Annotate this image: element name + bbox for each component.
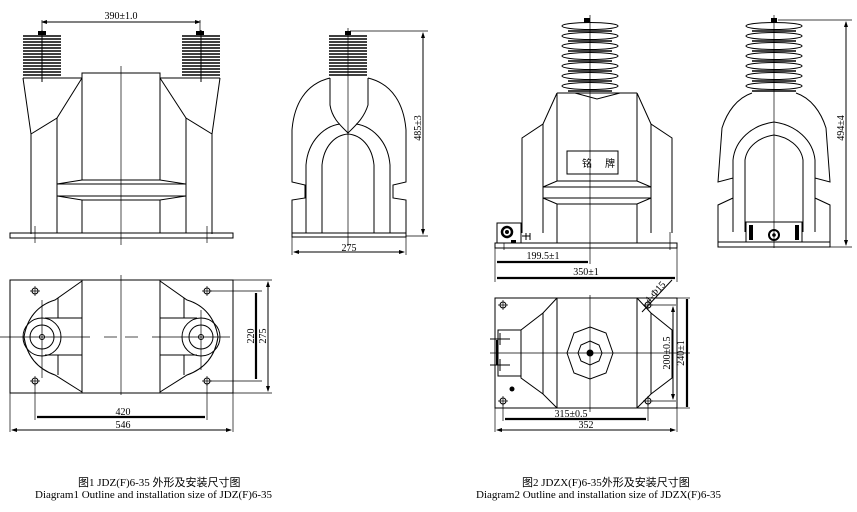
d1-dim-height: 485±3 — [413, 115, 424, 141]
d2-nameplate-char-1: 铭 — [582, 157, 592, 170]
d1-caption-en: Diagram1 Outline and installation size o… — [35, 489, 273, 501]
d2-dim-base-width: 240±1 — [676, 340, 687, 366]
d1-side-view: 485±3 275 — [291, 28, 428, 255]
d2-ground-terminal — [496, 222, 531, 244]
d2-caption-en: Diagram2 Outline and installation size o… — [476, 489, 722, 501]
d1-dim-side-width: 275 — [342, 243, 357, 254]
d1-dim-terminal-spacing: 390±1.0 — [105, 11, 138, 22]
d1-base-plate — [9, 232, 234, 239]
d2-nameplate-char-2: 牌 — [605, 157, 615, 170]
d2-nameplate — [566, 150, 619, 175]
d2-caption-cn: 图2 JDZX(F)6-35外形及安装尺寸图 — [522, 477, 690, 489]
d1-front-view: 390±1.0 — [9, 11, 234, 245]
d1-dim-hole-spacing-x: 420 — [116, 407, 131, 418]
d2-base-plate — [494, 242, 678, 249]
d2-dim-holes: 4-Φ15 — [643, 280, 668, 306]
d1-dim-hole-spacing-y: 220 — [246, 329, 257, 344]
d2-dim-height: 494±4 — [836, 115, 847, 141]
d2-dim-base-length-front: 350±1 — [573, 267, 599, 278]
d2-dim-hole-spacing-x: 315±0.5 — [555, 409, 588, 420]
d1-plan-view: 220 275 420 546 — [0, 275, 272, 432]
d2-dim-center-offset: 199.5±1 — [527, 251, 560, 262]
d1-dim-base-length: 546 — [116, 420, 131, 431]
d1-caption-cn: 图1 JDZ(F)6-35 外形及安装尺寸图 — [78, 477, 241, 489]
d2-side-view: 494±4 — [717, 15, 852, 248]
d2-dim-hole-spacing-y: 200±0.5 — [662, 337, 673, 370]
d2-side-terminals — [490, 329, 522, 392]
d1-dim-base-width: 275 — [258, 329, 269, 344]
d2-front-view: 铭 牌 199.5±1 350±1 — [494, 15, 678, 282]
d1-right-insulator — [182, 30, 220, 82]
d2-plan-view: 4-Φ15 200±0.5 240±1 315±0.5 352 — [490, 280, 690, 432]
d1-left-insulator — [23, 30, 61, 82]
d2-dim-base-length: 352 — [579, 420, 594, 431]
